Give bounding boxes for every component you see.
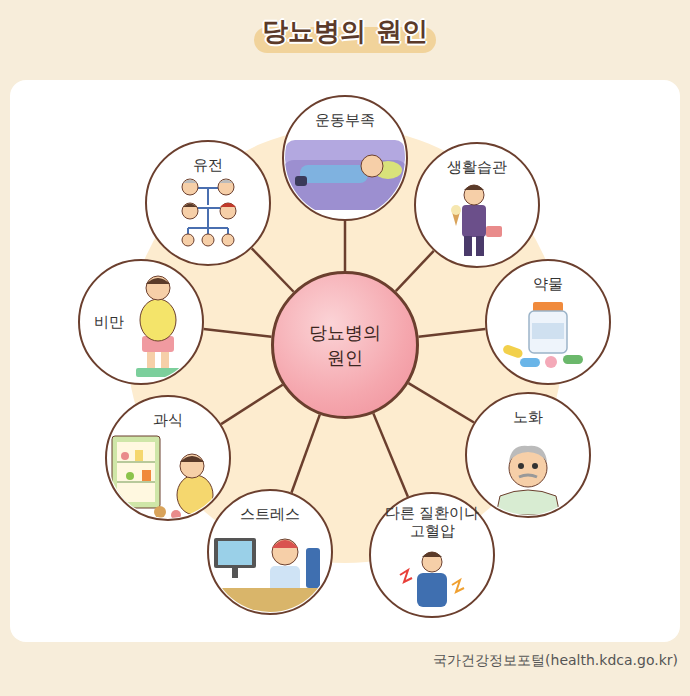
spoke-line — [408, 383, 474, 422]
cause-circle: 운동부족 — [282, 95, 408, 221]
spoke-line — [396, 251, 434, 291]
cause-circle: 약물 — [485, 259, 611, 385]
cause-circle: 생활습관 — [414, 142, 540, 268]
spoke-line — [419, 329, 486, 337]
center-circle: 당뇨병의 원인 — [271, 271, 419, 419]
cause-label: 노화 — [478, 408, 578, 426]
cause-circle: 과식 — [105, 395, 231, 521]
spoke-line — [204, 329, 272, 337]
source-note: 국가건강정보포털(health.kdca.go.kr) — [433, 652, 678, 670]
cause-circle: 노화 — [465, 392, 591, 518]
cause-circle: 유전 — [145, 140, 271, 266]
cause-label: 생활습관 — [427, 158, 527, 176]
spoke-line — [373, 413, 408, 496]
spoke-line — [344, 221, 347, 271]
spoke-line — [252, 248, 294, 291]
cause-label: 운동부족 — [295, 111, 395, 129]
title-text: 당뇨병의 원인 — [262, 16, 427, 46]
cause-label: 약물 — [498, 275, 598, 293]
title-bar: 당뇨병의 원인 — [0, 14, 690, 49]
cause-label: 과식 — [118, 411, 218, 429]
cause-circle: 스트레스 — [207, 489, 333, 615]
spoke-line — [221, 385, 283, 424]
cause-label: 스트레스 — [220, 505, 320, 523]
cause-circle: 비만 — [78, 259, 204, 385]
cause-label: 다른 질환이나 고혈압 — [380, 504, 484, 540]
cause-label: 유전 — [158, 156, 258, 174]
cause-circle: 다른 질환이나 고혈압 — [369, 492, 495, 618]
spoke-line — [291, 415, 319, 493]
cause-label: 비만 — [94, 313, 124, 331]
center-label: 당뇨병의 원인 — [303, 321, 387, 370]
